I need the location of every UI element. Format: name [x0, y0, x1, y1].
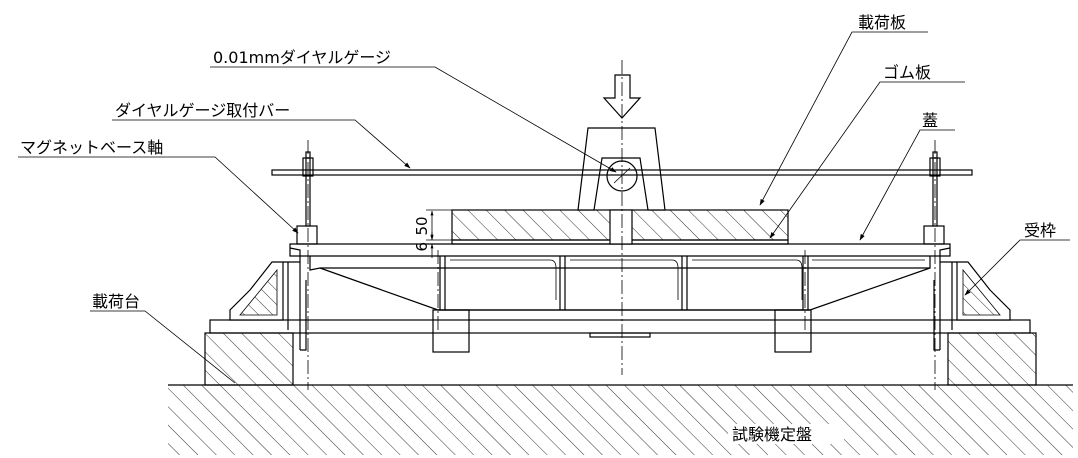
label-loading-table: 載荷台 [92, 292, 140, 311]
dim-rubber-thickness: 6 [413, 242, 431, 252]
labels: 0.01mmダイヤルゲージ 載荷板 ゴム板 ダイヤルゲージ取付バー 蓋 マグネッ… [20, 13, 1056, 444]
leader-lines [18, 31, 1070, 384]
lid [289, 243, 951, 353]
label-lid: 蓋 [922, 111, 938, 130]
label-receiving-frame: 受枠 [1024, 221, 1056, 240]
label-test-machine-bed: 試験機定盤 [732, 425, 812, 444]
label-dial-gauge: 0.01mmダイヤルゲージ [213, 48, 391, 67]
label-rubber-plate: ゴム板 [883, 63, 931, 82]
receiving-frame [209, 247, 1031, 351]
loading-table-left [204, 332, 294, 386]
label-dial-gauge-bar: ダイヤルゲージ取付バー [115, 101, 290, 120]
label-magnet-base-shaft: マグネットベース軸 [20, 138, 163, 157]
label-loading-plate: 載荷板 [858, 13, 906, 32]
test-machine-bed [168, 384, 1073, 455]
loading-plate [451, 209, 789, 245]
gauge-bracket [577, 127, 666, 211]
loading-table-right [947, 332, 1037, 386]
dimensions: 50 6 [413, 209, 452, 258]
bed-label-bg [728, 424, 844, 444]
load-arrow [602, 74, 642, 119]
dim-plate-thickness: 50 [413, 216, 431, 235]
center-lines [295, 60, 948, 390]
